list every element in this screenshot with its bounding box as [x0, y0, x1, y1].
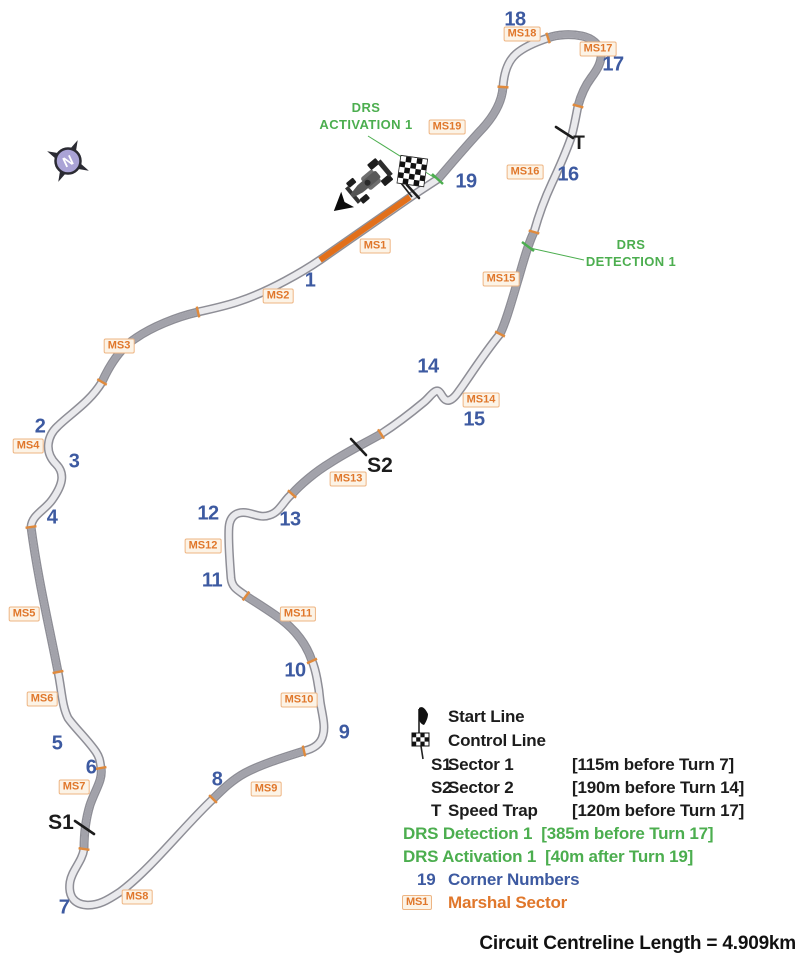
drs-detection-leader [529, 247, 585, 261]
sector2-line [349, 437, 368, 457]
corner-number: 13 [279, 508, 301, 531]
sector2-label: S2 [367, 454, 393, 477]
marshal-sector-label: MS13 [329, 471, 367, 487]
control-line-flag-icon [396, 154, 429, 198]
corner-number: 11 [201, 569, 223, 592]
marshal-sector-label: MS4 [12, 438, 44, 454]
corner-number: 19 [455, 170, 477, 193]
marshal-sector-label: MS17 [579, 41, 617, 57]
marshal-sector-label: MS11 [279, 606, 317, 622]
marshal-sector-label: MS7 [58, 779, 90, 795]
drs-detection-note: DRS DETECTION 1 [585, 237, 677, 269]
corner-number: 1 [304, 269, 316, 292]
marshal-sector-label: MS15 [482, 271, 520, 287]
direction-arrow-icon [333, 191, 355, 211]
corner-number: 12 [197, 502, 219, 525]
corner-number: 18 [504, 8, 526, 31]
marshal-sector-label: MS10 [280, 692, 318, 708]
corner-number: 3 [68, 450, 80, 473]
marshal-sector-label: MS5 [8, 606, 40, 622]
drs-detection-tick [521, 241, 535, 252]
corner-number: 7 [58, 896, 70, 919]
drs-marks [367, 135, 585, 261]
sector1-line [73, 819, 96, 836]
marshal-boundary-ticks [25, 32, 584, 852]
corner-number: 10 [284, 659, 306, 682]
start-straight-highlight [318, 194, 412, 263]
compass-icon: N [47, 140, 89, 182]
sector-line-ticks [73, 125, 575, 836]
circuit-length-label: Circuit Centreline Length = 4.909km [479, 933, 796, 954]
marshal-sector-label: MS2 [262, 288, 294, 304]
marshal-sector-label: MS6 [26, 691, 58, 707]
corner-number: 2 [34, 415, 46, 438]
marshal-sector-label: MS9 [250, 781, 282, 797]
corner-number: 9 [338, 721, 350, 744]
corner-number: 6 [85, 756, 97, 779]
marshal-sector-label: MS16 [506, 164, 544, 180]
corner-number: 8 [211, 768, 223, 791]
speed-trap-line [554, 125, 575, 140]
sector1-label: S1 [48, 811, 74, 834]
track-surface-dark-sectors [28, 31, 605, 850]
marshal-sector-label: MS8 [121, 889, 153, 905]
corner-number: 4 [46, 506, 58, 529]
marshal-sector-label: MS19 [428, 119, 466, 135]
start-line-mark [405, 183, 421, 200]
race-car-icon [333, 158, 393, 211]
corner-number: 15 [463, 408, 485, 431]
marshal-sector-label: MS18 [503, 26, 541, 42]
marshal-sector-label: MS12 [184, 538, 222, 554]
marshal-sector-label: MS3 [103, 338, 135, 354]
corner-number: 16 [557, 163, 579, 186]
marshal-sector-label: MS14 [462, 392, 500, 408]
drs-activation-note: DRS ACTIVATION 1 [319, 100, 413, 132]
drs-activation-tick [431, 173, 444, 185]
speed-trap-label: T [573, 133, 585, 154]
corner-number: 14 [417, 355, 439, 378]
marshal-sector-label: MS1 [359, 238, 391, 254]
corner-number: 5 [51, 732, 63, 755]
corner-number: 17 [602, 53, 624, 76]
